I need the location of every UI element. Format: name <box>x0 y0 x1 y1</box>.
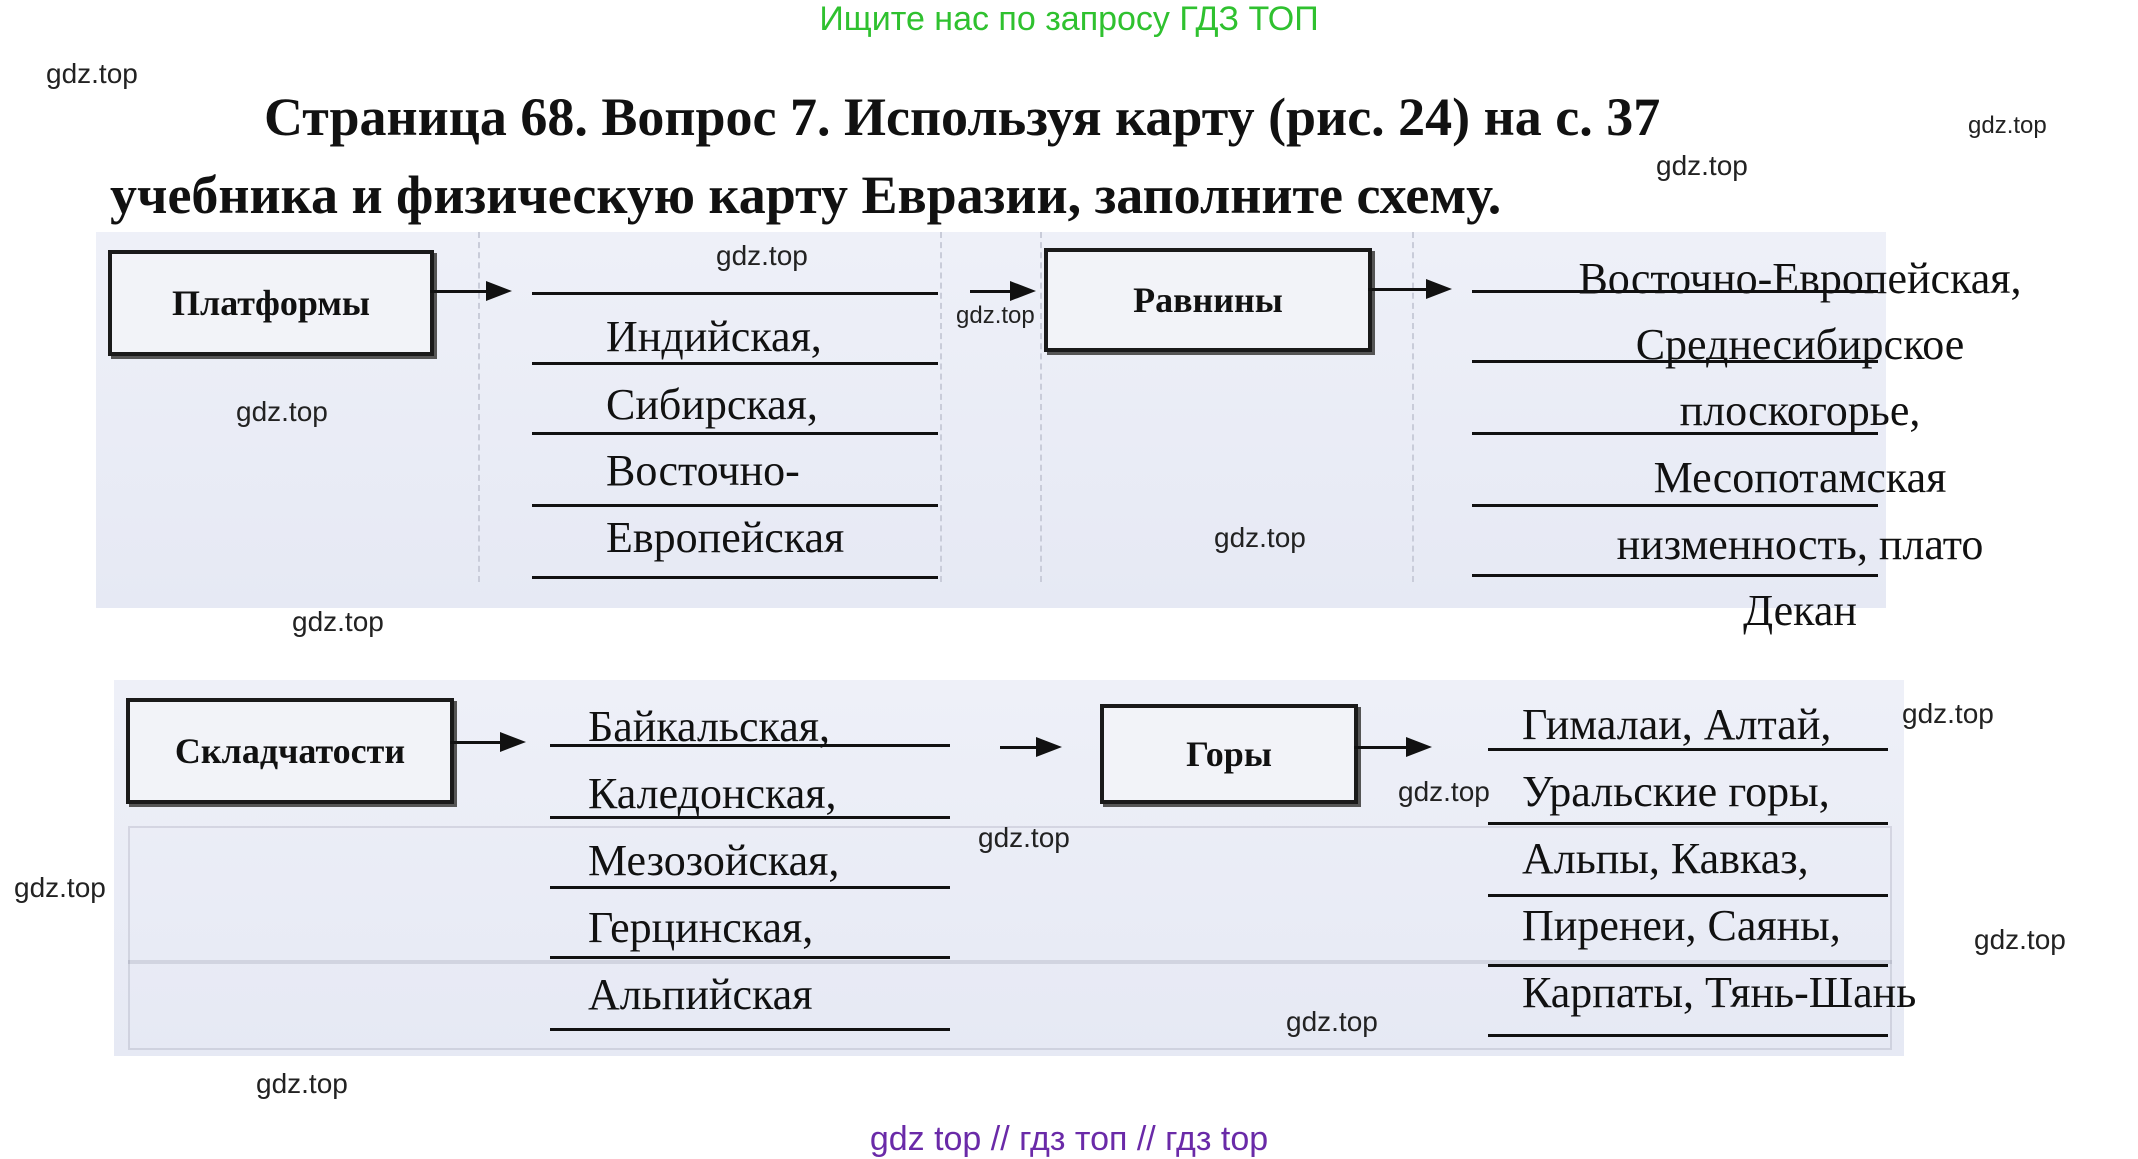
arrow <box>970 290 1014 293</box>
mountains-answer-5: Карпаты, Тянь-Шань <box>1522 968 1917 1017</box>
watermark: gdz.top <box>1398 776 1490 807</box>
folds-answer-2: Каледонская, <box>588 769 837 818</box>
arrow-head-icon <box>500 732 526 752</box>
faded-table-background <box>128 960 1892 964</box>
arrow-head-icon <box>486 281 512 301</box>
mountains-answer-1: Гималаи, Алтай, <box>1522 700 1832 749</box>
platforms-answer-4: Европейская <box>606 513 845 562</box>
answer-line <box>550 744 950 747</box>
watermark: gdz.top <box>14 872 106 903</box>
scan-guide-lines <box>1040 232 1414 582</box>
plains-answer-3: плоскогорье, <box>1679 386 1921 435</box>
footer-watermark: gdz top // гдз топ // гдз top <box>869 1120 1269 1158</box>
arrow <box>1000 746 1040 749</box>
answer-line <box>1472 574 1878 577</box>
mountains-box: Горы <box>1100 704 1358 804</box>
faded-table-background <box>128 826 1892 1050</box>
answer-line <box>1472 504 1878 507</box>
plains-answer-1: Восточно-Европейская, <box>1578 254 2022 303</box>
promo-banner: Ищите нас по запросу ГДЗ ТОП <box>819 0 1319 38</box>
plains-answer-5: низменность, плато <box>1616 520 1984 569</box>
answer-line <box>532 576 938 579</box>
watermark: gdz.top <box>1656 150 1748 181</box>
watermark: gdz.top <box>256 1068 348 1099</box>
plains-label: Равнины <box>1133 280 1283 320</box>
mountains-answer-3: Альпы, Кавказ, <box>1522 834 1809 883</box>
folds-answer-4: Герцинская, <box>588 903 814 952</box>
watermark: gdz.top <box>1214 522 1306 553</box>
watermark: gdz.top <box>978 822 1070 853</box>
plains-box: Равнины <box>1044 248 1372 352</box>
answer-line <box>532 432 938 435</box>
mountains-answer-2: Уральские горы, <box>1522 767 1830 816</box>
answer-line <box>1472 290 1878 293</box>
arrow <box>1354 746 1410 749</box>
answer-line <box>532 362 938 365</box>
platforms-answer-1: Индийская, <box>606 312 822 361</box>
folds-answer-1: Байкальская, <box>588 702 830 751</box>
plains-answer-6: Декан <box>1743 586 1857 635</box>
folds-answer-3: Мезозойская, <box>588 836 840 885</box>
mountains-answer-4: Пиренеи, Саяны, <box>1522 901 1841 950</box>
arrow-head-icon <box>1426 279 1452 299</box>
answer-line <box>1488 1034 1888 1037</box>
answer-line <box>1488 822 1888 825</box>
platforms-box: Платформы <box>108 250 434 356</box>
watermark: gdz.top <box>1902 698 1994 729</box>
folds-box: Складчатости <box>126 698 454 804</box>
watermark: gdz.top <box>236 396 328 427</box>
arrow-head-icon <box>1036 737 1062 757</box>
watermark: gdz.top <box>956 302 1035 329</box>
answer-line <box>550 816 950 819</box>
plains-answer-2: Среднесибирское <box>1635 320 1965 369</box>
answer-line <box>532 504 938 507</box>
platforms-answer-2: Сибирская, <box>606 380 818 429</box>
watermark: gdz.top <box>46 58 138 89</box>
answer-line <box>1472 360 1878 363</box>
scan-guide-lines <box>478 232 942 582</box>
watermark: gdz.top <box>292 606 384 637</box>
answer-line <box>1488 964 1888 967</box>
watermark: gdz.top <box>1968 112 2047 139</box>
answer-line <box>1488 748 1888 751</box>
platforms-answer-3: Восточно- <box>606 446 800 495</box>
arrow-head-icon <box>1010 281 1036 301</box>
answer-line <box>532 292 938 295</box>
arrow-head-icon <box>1406 737 1432 757</box>
answer-line <box>550 956 950 959</box>
title-line-2: учебника и физическую карту Евразии, зап… <box>110 165 1502 225</box>
watermark: gdz.top <box>1974 924 2066 955</box>
folds-label: Складчатости <box>174 731 406 771</box>
watermark: gdz.top <box>716 240 808 271</box>
arrow <box>430 290 488 293</box>
watermark: gdz.top <box>1286 1006 1378 1037</box>
page-title: Страница 68. Вопрос 7. Используя карту (… <box>110 78 1910 234</box>
answer-line <box>1472 432 1878 435</box>
answer-line <box>1488 894 1888 897</box>
platforms-label: Платформы <box>172 283 370 323</box>
arrow <box>1368 288 1428 291</box>
mountains-label: Горы <box>1186 734 1272 774</box>
answer-line <box>550 886 950 889</box>
title-line-1: Страница 68. Вопрос 7. Используя карту (… <box>264 87 1661 147</box>
plains-answer-4: Месопотамская <box>1653 453 1947 502</box>
folds-answer-5: Альпийская <box>588 970 813 1019</box>
arrow <box>450 741 502 744</box>
answer-line <box>550 1028 950 1031</box>
